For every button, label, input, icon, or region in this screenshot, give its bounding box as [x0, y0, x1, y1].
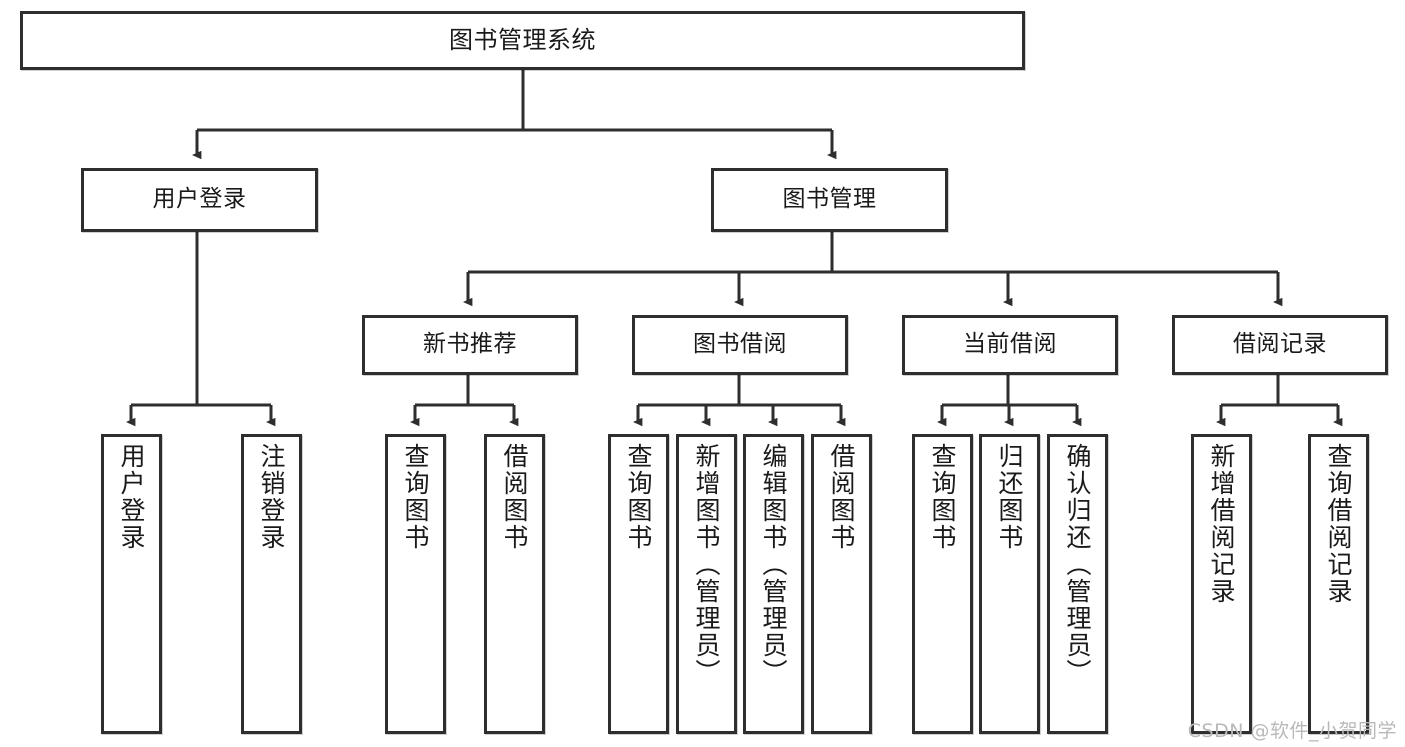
leaf-query-book-recommend[interactable]: 查询图书: [385, 434, 446, 734]
node-label: 图书借阅: [693, 331, 787, 358]
leaf-borrow-book-recommend[interactable]: 借阅图书: [484, 434, 545, 734]
node-label: 查询图书: [928, 443, 957, 551]
node-new-book-recommend[interactable]: 新书推荐: [362, 315, 578, 375]
node-label: 借阅记录: [1233, 331, 1327, 358]
watermark: CSDN @软件_小贺同学: [1187, 720, 1397, 742]
node-label: 当前借阅: [963, 331, 1057, 358]
node-label: 用户登录: [152, 186, 247, 213]
leaf-query-borrow-record[interactable]: 查询借阅记录: [1308, 434, 1369, 734]
node-label: 查询图书: [401, 443, 430, 551]
node-user-login[interactable]: 用户登录: [81, 168, 318, 232]
node-label: 图书管理系统: [449, 26, 596, 55]
leaf-borrow-book[interactable]: 借阅图书: [811, 434, 872, 734]
node-label: 归还图书: [995, 443, 1024, 551]
node-label: 新书推荐: [423, 331, 517, 358]
node-label: 查询借阅记录: [1324, 443, 1353, 605]
node-borrow-record[interactable]: 借阅记录: [1172, 315, 1388, 375]
node-label: 图书管理: [782, 186, 877, 213]
leaf-add-book-admin[interactable]: 新增图书（管理员）: [676, 434, 737, 734]
node-label: 新增借阅记录: [1207, 443, 1236, 605]
leaf-edit-book-admin[interactable]: 编辑图书（管理员）: [743, 434, 804, 734]
leaf-query-book[interactable]: 查询图书: [608, 434, 669, 734]
leaf-user-login[interactable]: 用户登录: [101, 434, 162, 734]
leaf-confirm-return-admin[interactable]: 确认归还（管理员）: [1047, 434, 1108, 734]
leaf-logout[interactable]: 注销登录: [241, 434, 302, 734]
leaf-query-book-current[interactable]: 查询图书: [912, 434, 973, 734]
node-book-borrow[interactable]: 图书借阅: [632, 315, 848, 375]
node-current-borrow[interactable]: 当前借阅: [902, 315, 1118, 375]
node-root-system[interactable]: 图书管理系统: [20, 11, 1025, 70]
leaf-add-borrow-record[interactable]: 新增借阅记录: [1191, 434, 1252, 734]
node-label: 新增图书（管理员）: [692, 443, 721, 686]
node-book-management[interactable]: 图书管理: [711, 168, 948, 232]
node-label: 用户登录: [117, 443, 146, 551]
node-label: 确认归还（管理员）: [1063, 443, 1092, 686]
node-label: 借阅图书: [827, 443, 856, 551]
node-label: 借阅图书: [500, 443, 529, 551]
node-label: 编辑图书（管理员）: [759, 443, 788, 686]
node-label: 查询图书: [624, 443, 653, 551]
leaf-return-book[interactable]: 归还图书: [979, 434, 1040, 734]
node-label: 注销登录: [257, 443, 286, 551]
